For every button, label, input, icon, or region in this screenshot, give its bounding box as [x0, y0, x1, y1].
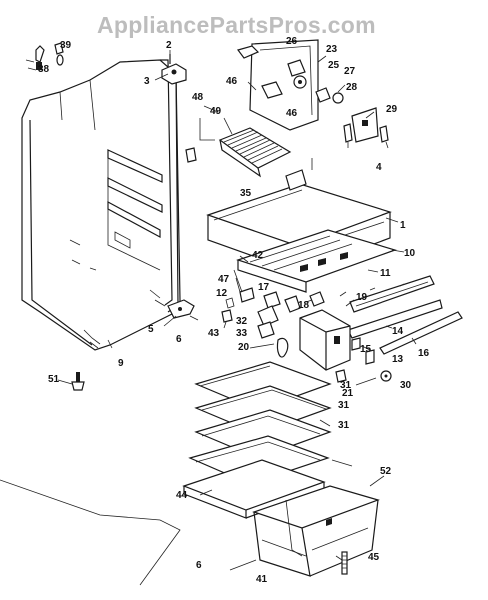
small-parts-cluster	[221, 269, 325, 358]
watermark-text: AppliancePartsPros.com	[97, 12, 376, 38]
glass-shelves	[182, 361, 332, 519]
callout-21: 21	[342, 388, 354, 399]
callout-38: 38	[38, 64, 50, 75]
screws-top-left	[25, 42, 64, 71]
cabinet-outline-line	[0, 479, 181, 586]
slide-rails	[347, 275, 463, 355]
callout-20: 20	[238, 342, 250, 353]
top-hinge	[161, 54, 187, 85]
callout-6a: 6	[176, 334, 182, 345]
callout-14: 14	[392, 326, 404, 337]
callout-30: 30	[400, 380, 412, 391]
callout-28: 28	[346, 82, 358, 93]
leveling-leg	[71, 372, 85, 391]
callout-42: 42	[252, 250, 264, 261]
callout-5: 5	[148, 324, 154, 335]
callout-44: 44	[176, 490, 188, 501]
callout-10: 10	[404, 248, 416, 259]
callout-15: 15	[360, 344, 372, 355]
callout-19: 19	[356, 292, 368, 303]
shelf-assembly-lower	[236, 229, 397, 293]
control-box	[299, 309, 375, 371]
clip-part	[185, 147, 197, 163]
callout-4: 4	[376, 162, 382, 173]
callout-45: 45	[368, 552, 380, 563]
leader-lines	[57, 50, 417, 571]
callout-32: 32	[236, 316, 248, 327]
callout-16: 16	[418, 348, 430, 359]
callout-48: 48	[192, 92, 204, 103]
callout-12: 12	[216, 288, 228, 299]
callout-18: 18	[298, 300, 310, 311]
callout-51: 51	[48, 374, 60, 385]
callout-6b: 6	[196, 560, 202, 571]
callout-43: 43	[208, 328, 220, 339]
callout-39: 39	[60, 40, 72, 51]
adjuster-leg	[341, 551, 348, 575]
callout-9: 9	[118, 358, 124, 369]
callout-labels: 2 3 4 5 6 6 38 39 10 11 12 13 14 15 16 1…	[38, 36, 430, 585]
callout-41: 41	[256, 574, 268, 585]
callout-35: 35	[240, 188, 252, 199]
callout-23: 23	[326, 44, 338, 55]
callout-46a: 46	[226, 76, 238, 87]
callout-47: 47	[218, 274, 230, 285]
callout-1: 1	[400, 220, 406, 231]
callout-2: 2	[166, 40, 172, 51]
callout-31c: 31	[338, 420, 350, 431]
callout-26: 26	[286, 36, 298, 47]
control-housing	[236, 39, 389, 143]
callout-3: 3	[144, 76, 150, 87]
callout-49: 49	[210, 106, 222, 117]
bottom-hinge	[167, 299, 195, 319]
callout-11: 11	[380, 268, 391, 279]
cabinet-side-panel	[21, 59, 181, 351]
callout-52: 52	[380, 466, 392, 477]
callout-29: 29	[386, 104, 398, 115]
callout-13: 13	[392, 354, 404, 365]
callout-25: 25	[328, 60, 340, 71]
callout-27: 27	[344, 66, 356, 77]
callout-31b: 31	[338, 400, 350, 411]
callout-33: 33	[236, 328, 248, 339]
callout-17: 17	[258, 282, 270, 293]
wire-shelf	[218, 127, 292, 178]
callout-31a: 31	[340, 380, 352, 391]
callout-46b: 46	[286, 108, 298, 119]
small-clip	[335, 369, 347, 383]
crisper-drawer	[252, 485, 380, 577]
